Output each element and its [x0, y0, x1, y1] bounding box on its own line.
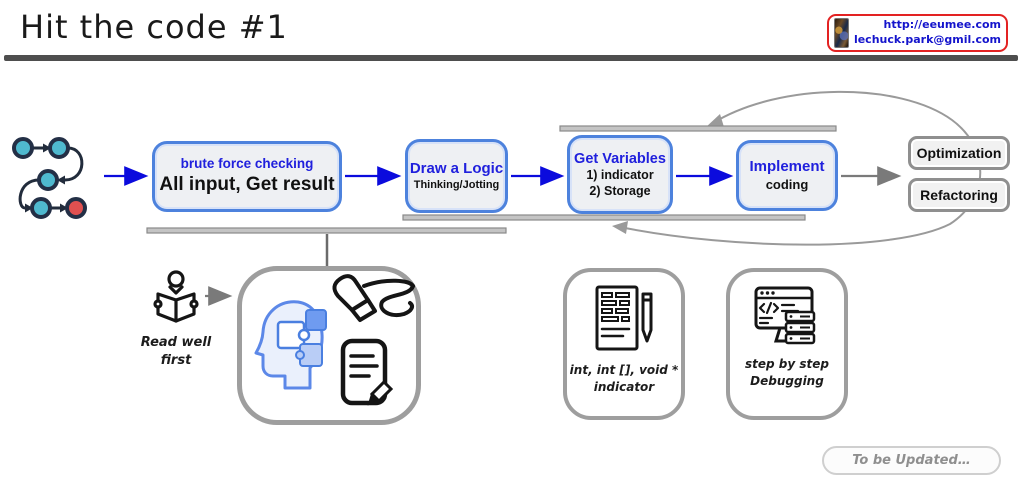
- step-implement: Implement coding: [736, 140, 838, 211]
- notepad-edit-icon: [340, 338, 394, 406]
- refactoring-label: Refactoring: [920, 187, 998, 203]
- indicator-caption: int, int [], void * indicator: [570, 362, 679, 396]
- page-title: Hit the code #1: [20, 8, 288, 46]
- step-line2: 2) Storage: [589, 183, 651, 198]
- step-subtitle: coding: [765, 176, 809, 192]
- step-draw-logic: Draw a Logic Thinking/Jotting: [405, 139, 508, 213]
- loop-arrowhead-bottom: [612, 221, 628, 234]
- footer-note-label: To be Updated…: [852, 453, 971, 468]
- step-get-variables: Get Variables 1) indicator 2) Storage: [567, 135, 673, 214]
- step-subtitle: Thinking/Jotting: [413, 178, 500, 191]
- header-divider: [4, 55, 1018, 61]
- document-pen-icon: [595, 285, 653, 351]
- indicator-caption-line2: indicator: [593, 379, 655, 394]
- debugging-box: step by step Debugging: [726, 268, 848, 420]
- indicator-caption-line1: int, int [], void *: [569, 363, 679, 377]
- optimization-label: Optimization: [916, 145, 1002, 161]
- contact-email: lechuck.park@gmil.com: [853, 33, 1001, 46]
- refactoring-box: Refactoring: [908, 178, 1010, 212]
- step-title: Draw a Logic: [409, 159, 504, 177]
- step-title: Implement: [749, 158, 825, 175]
- person-reading-icon: [153, 270, 199, 323]
- head-puzzle-icon: [254, 300, 327, 390]
- gray-bar-mid: [402, 214, 806, 221]
- step-title: brute force checking: [180, 156, 314, 172]
- pencil-sketch-icon: [332, 274, 415, 322]
- contact-badge: http://eeumee.com lechuck.park@gmil.com: [827, 14, 1008, 52]
- gray-bar-top: [559, 125, 837, 132]
- read-note-line2: first: [160, 353, 192, 369]
- debug-caption: step by step Debugging: [745, 356, 829, 390]
- loop-arrowhead-top: [705, 114, 724, 128]
- read-note: Read well first: [128, 334, 224, 370]
- gray-bar-low: [146, 227, 507, 234]
- step-brute-force: brute force checking All input, Get resu…: [152, 141, 342, 212]
- debug-caption-line2: Debugging: [750, 373, 824, 388]
- optimization-box: Optimization: [908, 136, 1010, 170]
- read-note-line1: Read well: [140, 335, 212, 350]
- contact-info: http://eeumee.com lechuck.park@gmil.com: [854, 18, 1001, 48]
- step-subtitle: All input, Get result: [159, 174, 335, 196]
- step-line1: 1) indicator: [586, 167, 654, 182]
- workflow-path-icon: [12, 137, 87, 219]
- indicator-box: int, int [], void * indicator: [563, 268, 685, 420]
- step-title: Get Variables: [574, 150, 666, 167]
- debug-caption-line1: step by step: [745, 357, 829, 371]
- profile-photo-thumbnail: [834, 18, 849, 48]
- contact-url: http://eeumee.com: [883, 18, 1001, 32]
- footer-note-pill: To be Updated…: [822, 446, 1001, 475]
- debug-browser-icon: [754, 286, 816, 345]
